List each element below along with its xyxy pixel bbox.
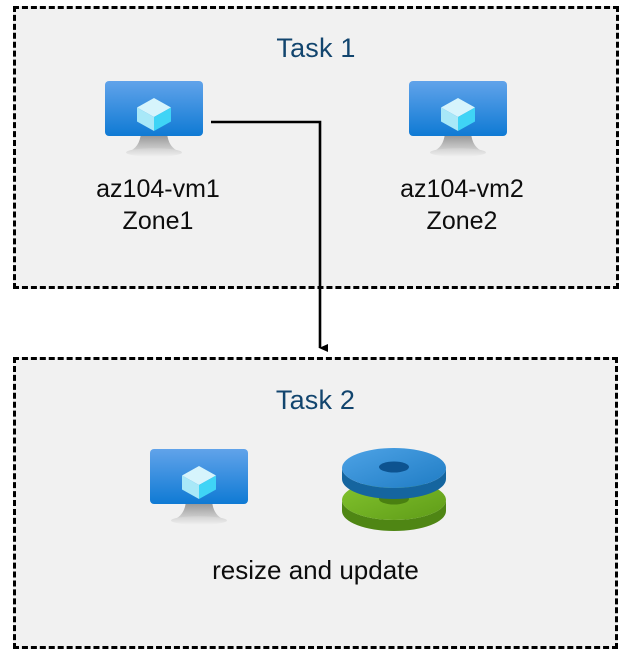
virtual-machine-icon [407,79,517,159]
task2-caption: resize and update [212,555,419,585]
virtual-machine-icon [103,79,213,159]
task1-title: Task 1 [276,33,356,63]
node-az104-vm2[interactable]: az104-vm2 Zone2 [362,79,562,237]
node-label-az104-vm2: az104-vm2 Zone2 [400,175,524,235]
virtual-machine-icon [148,447,258,527]
node-az104-vm1[interactable]: az104-vm1 Zone1 [58,79,258,237]
node-label-az104-vm1: az104-vm1 Zone1 [96,175,220,235]
node-task2-vm[interactable] [148,447,258,527]
task2-title: Task 2 [275,385,356,415]
task2-container: Task 2 [13,357,618,649]
managed-disks-icon [338,446,458,541]
